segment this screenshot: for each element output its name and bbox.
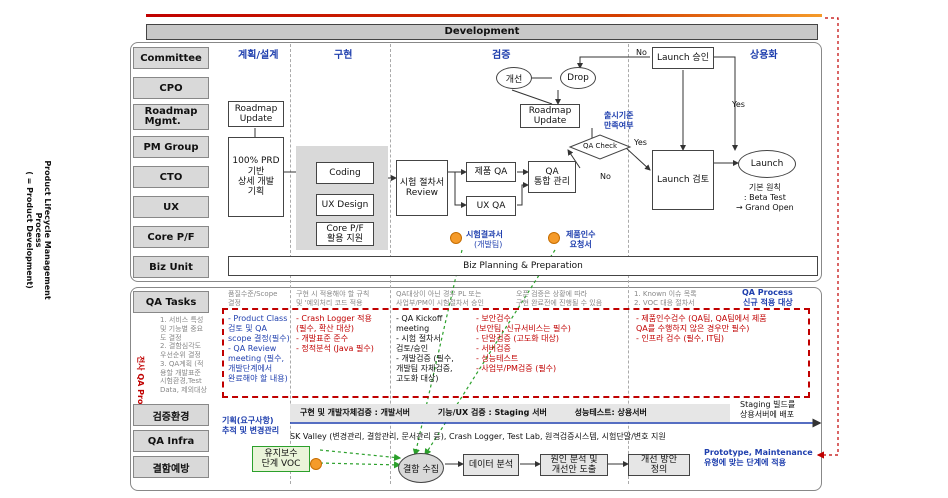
staging-note: Staging 빌드를 상용서버에 배포 [740,400,796,419]
defect-collect: 결함 수집 [398,453,444,483]
cause-analysis-box: 원인 분석 및 개선안 도출 [540,454,608,476]
top-accent-line [146,14,822,17]
roadmap-update-2: Roadmap Update [520,104,580,128]
yes-label: Yes [732,100,745,109]
development-banner: Development [146,24,818,40]
handover-label: 제품인수 요청서 [566,230,596,249]
qa-col2: - Crash Logger 적용 (필수, 확산 대상) - 개발표준 준수 … [296,314,374,353]
voc-box: 유지보수 단계 VOC [252,446,310,472]
proto-note: Prototype, Maintenance 유형에 맞는 단계에 적용 [704,448,813,467]
phase-build: 구현 [334,50,353,61]
row-committee: Committee [133,47,209,69]
roadmap-update-1: Roadmap Update [228,101,284,127]
infra-text: SK Valley (변경관리, 결함관리, 문서관리 등), Crash Lo… [290,432,666,441]
qa-col3: - QA Kickoff meeting - 시험 절차서 검토/승인 - 개발… [396,314,454,383]
ux-qa-box: UX QA [466,196,516,216]
release-criteria-label: 출시기준 만족여부 [604,111,634,130]
qa-left-note: 1. 서비스 특성 및 기능별 중요 도 결정 2. 결함심각도 우선순위 결정… [160,316,207,394]
qa-frame [130,287,822,491]
row-ux: UX [133,196,209,218]
row-biz-unit: Biz Unit [133,256,209,278]
qa-note: 오픈 검증은 상황에 따라 구현 완료전에 진행될 수 있음 [516,290,603,307]
document-icon [548,232,560,244]
plm-frame [130,42,822,282]
voc-icon [310,458,322,470]
qa-check-label: QA Check [582,142,618,150]
infra-left-note: 기획(요구사항) 추적 및 변경관리 [222,416,280,435]
launch-oval: Launch [738,150,796,178]
qa-col1: - Product Class 검토 및 QA scope 결정(필수) - Q… [228,314,290,383]
verify-env-bar [290,404,730,422]
qa-note: QA대상이 아닌 경우 PL 또는 사업부/PM이 시험절차서 승인 [396,290,484,307]
coding-box: Coding [316,162,374,184]
row-roadmap: Roadmap Mgmt. [133,104,209,130]
data-analysis-box: 데이터 분석 [463,454,519,476]
qa-note: 구현 시 적용해야 할 규칙 및 '예외처리 코드 적용 [296,290,370,307]
core-pf-box: Core P/F 활용 지원 [316,222,374,246]
ux-design-box: UX Design [316,194,374,216]
document-icon [450,232,462,244]
qa-task-frame [222,308,810,398]
row-cto: CTO [133,166,209,188]
qa-process-title: QA Process 신규 적용 대상 [742,288,793,307]
product-qa-box: 제품 QA [466,162,516,182]
row-core-pf: Core P/F [133,226,209,248]
qa-check-diamond [568,134,632,160]
phase-verify: 검증 [492,50,511,61]
test-review-box: 시험 절차서 Review [396,160,448,216]
row-qa-tasks: QA Tasks [133,291,209,313]
prd-box: 100% PRD 기반 상세 개발 기획 [228,137,284,217]
qa-integrated-box: QA 통합 관리 [528,161,576,193]
row-qa-infra: QA Infra [133,430,209,452]
phase-commercial: 상용화 [750,50,778,61]
qa-note: 1. Known 이슈 목록 2. VOC 대응 절차서 [634,290,697,307]
verify-env-text: 구현 및 개발자체검증 : 개발서버 기능/UX 검증 : Staging 서버… [300,408,647,417]
row-pm-group: PM Group [133,136,209,158]
drop-oval: Drop [560,67,596,89]
biz-planning-box: Biz Planning & Preparation [228,256,818,276]
no-label: No [636,48,647,57]
yes-label: Yes [634,138,647,147]
launch-approve-box: Launch 승인 [652,47,714,69]
gaeseon-oval: 개선 [496,67,532,89]
row-defect-prevention: 결함예방 [133,456,209,478]
qa-col4: - 보안검수 (보안팀, 신규서비스는 필수) - 단말검증 (고도화 대상) … [476,314,571,373]
improve-box: 개선 방안 정의 [628,454,690,476]
row-verify-env: 검증환경 [133,404,209,426]
row-cpo: CPO [133,77,209,99]
no-label: No [600,172,611,181]
qa-col5: - 제품인수검수 (QA팀, QA팀에서 제품 QA를 수행하지 않은 경우만 … [636,314,767,343]
phase-plan: 계획/설계 [238,50,279,61]
beta-test-note: 기본 원칙 : Beta Test → Grand Open [736,183,794,212]
qa-note: 품질수준/Scope 결정 [228,290,278,307]
test-result-sub: (개발팀) [474,240,503,249]
launch-review-box: Launch 검토 [652,150,714,210]
test-result-label: 시험결과서 [466,230,503,239]
